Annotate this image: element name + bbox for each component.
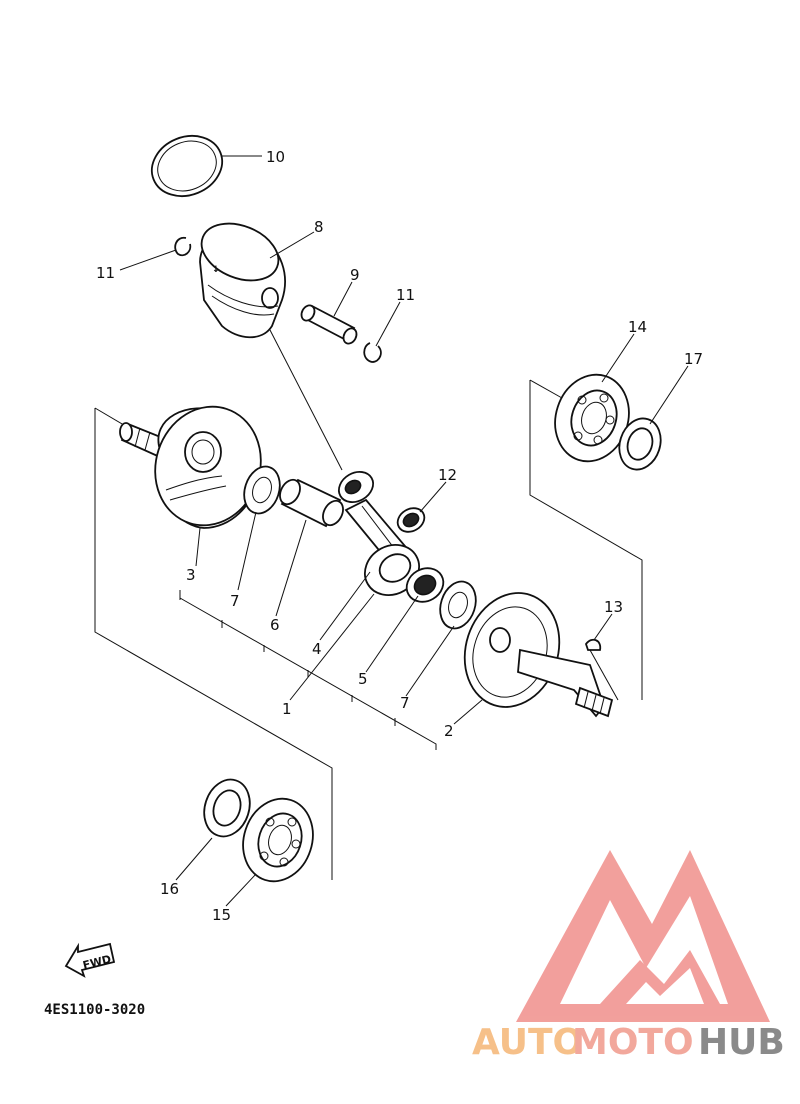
crank-wheel-right (463, 592, 614, 718)
svg-text:MOTO: MOTO (572, 1022, 694, 1063)
callout-3: 3 (186, 566, 196, 584)
diagram-code: 4ES1100-3020 (44, 1002, 145, 1018)
callout-9: 9 (350, 266, 360, 284)
callout-11-right: 11 (396, 286, 415, 304)
callout-8: 8 (314, 218, 324, 236)
fwd-arrow-icon: FWD (64, 942, 116, 978)
callout-17: 17 (684, 350, 703, 368)
callout-12: 12 (438, 466, 457, 484)
washer-left (243, 465, 281, 515)
callout-7-right: 7 (400, 694, 410, 712)
bearing-right (554, 373, 630, 463)
callout-14: 14 (628, 318, 647, 336)
piston-pin (300, 304, 358, 345)
callout-13: 13 (604, 598, 623, 616)
washer-right (439, 580, 477, 630)
piston: ↓ (199, 222, 286, 339)
callout-1: 1 (282, 700, 292, 718)
big-end-bearing (405, 567, 445, 603)
leader-lines (119, 155, 689, 907)
crank-wheel-left (119, 405, 262, 529)
woodruff-key (584, 638, 602, 651)
circlip-left (174, 236, 192, 257)
piston-ring (150, 135, 224, 197)
small-end-bearing (396, 507, 426, 533)
callout-16: 16 (160, 880, 179, 898)
watermark-text: AUTO MOTO HUB (472, 1022, 785, 1063)
svg-text:↓: ↓ (212, 265, 220, 275)
svg-text:HUB: HUB (698, 1022, 785, 1063)
callout-6: 6 (270, 616, 280, 634)
callout-10: 10 (266, 148, 285, 166)
callout-5: 5 (358, 670, 368, 688)
connecting-rod (338, 471, 420, 596)
circlip-right (363, 342, 382, 363)
callout-4: 4 (312, 640, 322, 658)
callout-labels: 10 8 11 9 11 14 17 12 3 7 13 6 4 5 1 7 2… (96, 148, 703, 924)
callout-2: 2 (444, 722, 454, 740)
oil-seal-left (203, 778, 251, 838)
svg-text:AUTO: AUTO (472, 1022, 583, 1063)
grouping-brackets (94, 329, 643, 880)
bearing-left (242, 797, 314, 883)
callout-7-left: 7 (230, 592, 240, 610)
watermark-logo-icon (516, 850, 770, 1022)
callout-15: 15 (212, 906, 231, 924)
oil-seal-right (618, 417, 662, 471)
crank-pin (279, 478, 344, 528)
callout-11-left: 11 (96, 264, 115, 282)
